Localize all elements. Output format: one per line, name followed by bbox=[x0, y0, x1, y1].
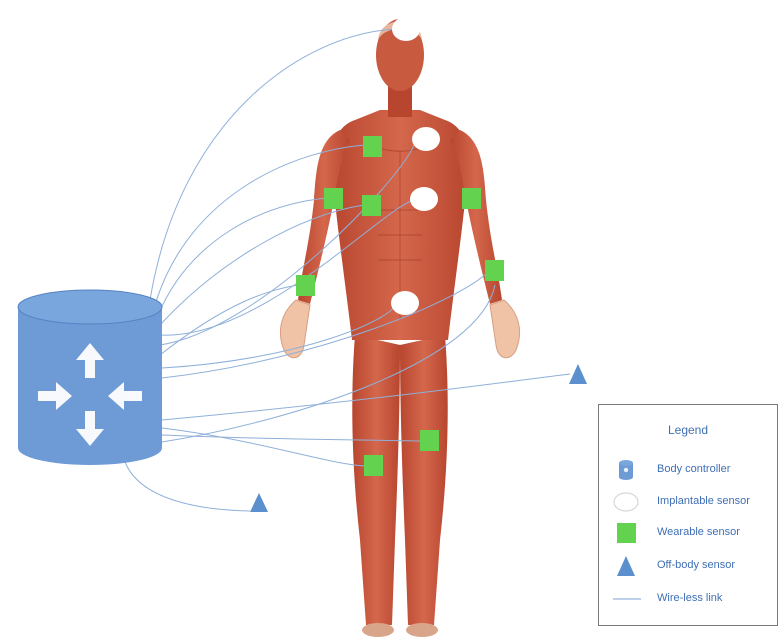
implantable-sensor-sternum bbox=[410, 187, 438, 211]
wireless-link bbox=[162, 428, 366, 466]
implantable-sensor-abdomen bbox=[391, 291, 419, 315]
implantable-sensor-icon bbox=[611, 490, 641, 514]
wearable-sensor-icon bbox=[611, 521, 641, 545]
wearable-sensor-thigh-right bbox=[420, 430, 439, 451]
wireless-link-icon bbox=[611, 587, 641, 611]
off-body-sensor-icon bbox=[611, 554, 641, 578]
legend-label: Wearable sensor bbox=[657, 526, 740, 538]
legend-label: Wire-less link bbox=[657, 592, 722, 604]
wireless-link bbox=[160, 205, 364, 325]
wearable-sensor-wrist-left bbox=[485, 260, 504, 281]
legend-label: Body controller bbox=[657, 463, 730, 475]
wearable-sensor-chest bbox=[363, 136, 382, 157]
wearable-sensor-thigh-left bbox=[364, 455, 383, 476]
legend-item-off-body-sensor: Off-body sensor bbox=[599, 554, 777, 578]
off-body-sensor-right bbox=[569, 364, 587, 384]
legend-item-wireless-link: Wire-less link bbox=[599, 587, 777, 611]
body-controller-icon bbox=[611, 458, 641, 482]
legend-item-implantable-sensor: Implantable sensor bbox=[599, 490, 777, 514]
implantable-sensor-head bbox=[392, 17, 420, 41]
legend-item-wearable-sensor: Wearable sensor bbox=[599, 521, 777, 545]
legend-label: Implantable sensor bbox=[657, 495, 750, 507]
body-controller bbox=[18, 290, 162, 465]
human-body-figure bbox=[280, 19, 519, 637]
wearable-sensor-wrist-right bbox=[296, 275, 315, 296]
wearable-sensor-upper-arm-left bbox=[462, 188, 481, 209]
legend-item-body-controller: Body controller bbox=[599, 458, 777, 482]
implantable-sensor-chest bbox=[412, 127, 440, 151]
off-body-sensor-lower bbox=[250, 493, 268, 512]
legend-box: Legend Body controller Implantable senso… bbox=[598, 404, 778, 626]
legend-title: Legend bbox=[599, 423, 777, 437]
legend-label: Off-body sensor bbox=[657, 559, 735, 571]
wearable-sensor-sternum bbox=[362, 195, 381, 216]
wearable-sensor-upper-arm-right bbox=[324, 188, 343, 209]
wireless-link bbox=[125, 462, 250, 511]
